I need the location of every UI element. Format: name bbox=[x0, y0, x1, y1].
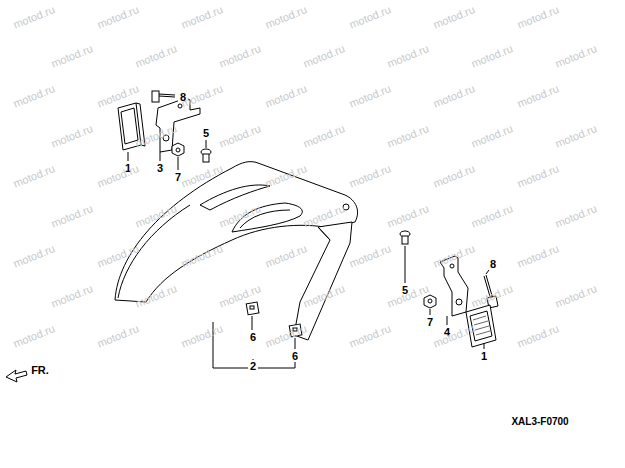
watermark: motod.ru bbox=[516, 82, 561, 109]
watermark: motod.ru bbox=[50, 282, 95, 309]
watermark: motod.ru bbox=[554, 42, 599, 69]
callout-number: 6 bbox=[290, 350, 300, 362]
watermark: motod.ru bbox=[12, 3, 57, 30]
watermark: motod.ru bbox=[470, 42, 515, 69]
watermark: motod.ru bbox=[554, 122, 599, 149]
watermark: motod.ru bbox=[386, 202, 431, 229]
watermark: motod.ru bbox=[386, 42, 431, 69]
watermark: motod.ru bbox=[302, 42, 347, 69]
watermark: motod.ru bbox=[96, 322, 141, 349]
watermark: motod.ru bbox=[470, 202, 515, 229]
diagram-code: XAL3-F0700 bbox=[509, 416, 570, 427]
watermark: motod.ru bbox=[432, 322, 477, 349]
watermark: motod.ru bbox=[264, 242, 309, 269]
callout-number: 2 bbox=[248, 360, 258, 372]
watermark: motod.ru bbox=[386, 122, 431, 149]
watermark: motod.ru bbox=[50, 42, 95, 69]
watermark: motod.ru bbox=[432, 162, 477, 189]
watermark: motod.ru bbox=[432, 3, 477, 30]
watermark: motod.ru bbox=[264, 3, 309, 30]
watermark: motod.ru bbox=[554, 282, 599, 309]
watermark: motod.ru bbox=[180, 3, 225, 30]
watermark: motod.ru bbox=[96, 3, 141, 30]
watermark: motod.ru bbox=[348, 242, 393, 269]
watermark: motod.ru bbox=[134, 42, 179, 69]
watermark: motod.ru bbox=[12, 162, 57, 189]
watermark: motod.ru bbox=[348, 3, 393, 30]
watermark: motod.ru bbox=[554, 202, 599, 229]
callout-number: 7 bbox=[425, 316, 435, 328]
watermark: motod.ru bbox=[516, 162, 561, 189]
callout-number: 1 bbox=[479, 350, 489, 362]
watermark: motod.ru bbox=[516, 3, 561, 30]
watermark: motod.ru bbox=[12, 322, 57, 349]
callout-number: FR. bbox=[29, 364, 51, 376]
watermark: motod.ru bbox=[432, 82, 477, 109]
watermark: motod.ru bbox=[180, 322, 225, 349]
watermark: motod.ru bbox=[180, 82, 225, 109]
watermark: motod.ru bbox=[12, 82, 57, 109]
watermark: motod.ru bbox=[50, 122, 95, 149]
watermark: motod.ru bbox=[12, 242, 57, 269]
watermark: motod.ru bbox=[348, 82, 393, 109]
watermark: motod.ru bbox=[264, 322, 309, 349]
watermark: motod.ru bbox=[96, 162, 141, 189]
watermark: motod.ru bbox=[264, 82, 309, 109]
watermark: motod.ru bbox=[516, 242, 561, 269]
callout-number: 6 bbox=[248, 331, 258, 343]
callout-number: 3 bbox=[155, 162, 165, 174]
watermark: motod.ru bbox=[516, 322, 561, 349]
watermark: motod.ru bbox=[348, 322, 393, 349]
watermark: motod.ru bbox=[218, 42, 263, 69]
callout-number: 5 bbox=[201, 127, 211, 139]
watermark: motod.ru bbox=[470, 122, 515, 149]
callout-number: 8 bbox=[488, 258, 498, 270]
watermark: motod.ru bbox=[218, 122, 263, 149]
watermark: motod.ru bbox=[50, 202, 95, 229]
watermark: motod.ru bbox=[348, 162, 393, 189]
watermark: motod.ru bbox=[302, 122, 347, 149]
